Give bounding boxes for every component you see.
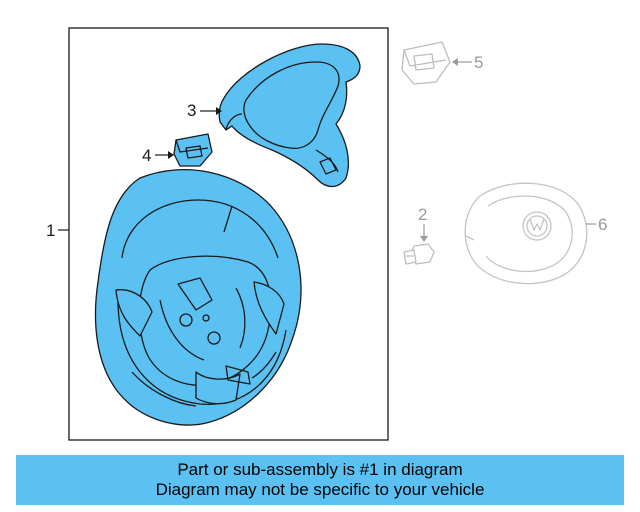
banner-line-2: Diagram may not be specific to your vehi…: [155, 480, 485, 499]
airbag-part-6[interactable]: [464, 182, 588, 285]
switch-part-5[interactable]: [401, 41, 451, 85]
callout-3: 3: [187, 101, 196, 120]
callout-6: 6: [598, 215, 607, 234]
banner-line-1: Part or sub-assembly is #1 in diagram: [177, 460, 463, 479]
callout-2: 2: [418, 205, 427, 224]
leader-arrow-2: [420, 236, 428, 242]
trim-cover-part-3[interactable]: [218, 43, 361, 188]
steering-wheel-part-1[interactable]: [94, 168, 302, 426]
callout-4: 4: [142, 146, 151, 165]
callout-5: 5: [474, 53, 483, 72]
leader-arrow-5: [452, 58, 458, 66]
switch-part-4[interactable]: [173, 133, 213, 167]
leader-arrow-3: [216, 107, 222, 115]
info-banner: Part or sub-assembly is #1 in diagram Di…: [16, 455, 624, 505]
bolt-part-2[interactable]: [403, 243, 435, 265]
leader-arrow-4: [168, 151, 174, 159]
assembly-frame: [68, 27, 389, 441]
callout-1: 1: [46, 221, 55, 240]
